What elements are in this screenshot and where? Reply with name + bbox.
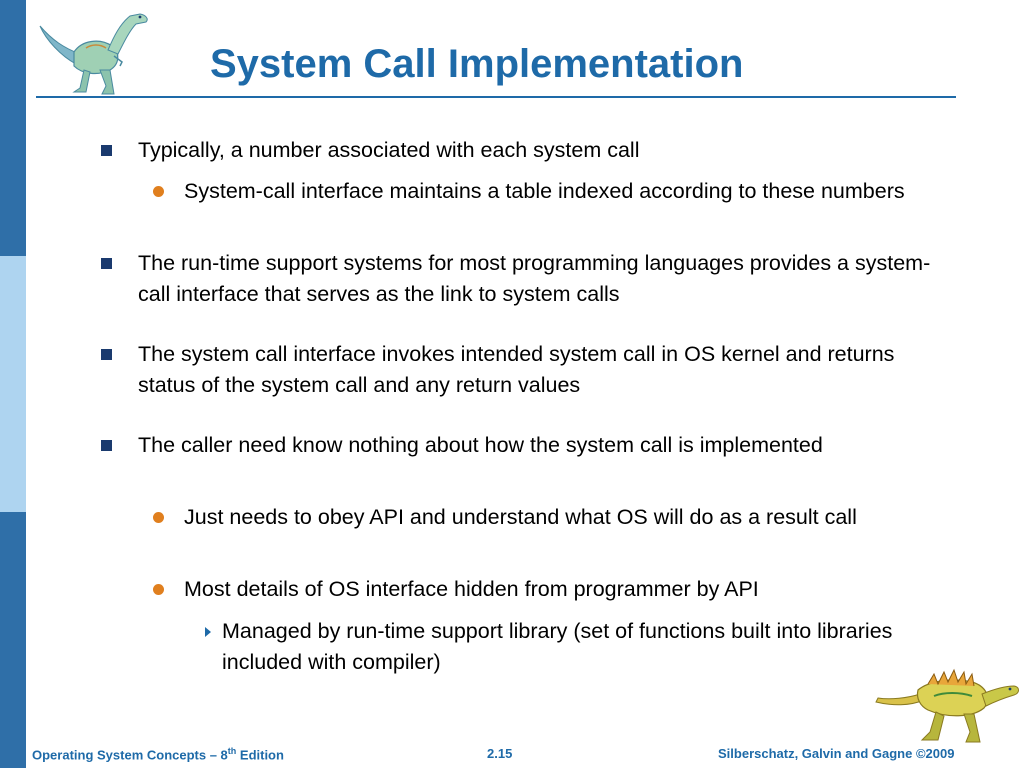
bullet-level1: The run-time support systems for most pr… xyxy=(101,248,958,310)
bullet-level1: Typically, a number associated with each… xyxy=(101,135,958,166)
dinosaur-icon xyxy=(875,668,1019,743)
slide-title: System Call Implementation xyxy=(210,42,744,86)
left-bar-segment-middle xyxy=(0,256,26,512)
bullet-text: The caller need know nothing about how t… xyxy=(138,433,823,457)
square-bullet-icon xyxy=(101,145,112,156)
bullet-text: Just needs to obey API and understand wh… xyxy=(184,505,857,529)
square-bullet-icon xyxy=(101,258,112,269)
left-bar-segment-top xyxy=(0,0,26,256)
bullet-level1: The system call interface invokes intend… xyxy=(101,339,928,401)
footer-book-title: Operating System Concepts – 8th Edition xyxy=(32,746,284,763)
dinosaur-icon xyxy=(39,13,148,95)
bullet-text: Managed by run-time support library (set… xyxy=(222,619,893,674)
bullet-level2: Most details of OS interface hidden from… xyxy=(153,574,956,605)
bullet-text: System-call interface maintains a table … xyxy=(184,179,905,203)
footer-page-number: 2.15 xyxy=(487,746,513,761)
title-underline xyxy=(36,96,956,98)
circle-bullet-icon xyxy=(153,584,164,595)
footer-authors: Silberschatz, Galvin and Gagne ©2009 xyxy=(718,746,955,761)
bullet-level3: Managed by run-time support library (set… xyxy=(205,616,952,678)
left-bar-segment-bottom xyxy=(0,512,26,768)
bullet-level2: Just needs to obey API and understand wh… xyxy=(153,502,894,533)
bullet-level1: The caller need know nothing about how t… xyxy=(101,430,828,461)
square-bullet-icon xyxy=(101,349,112,360)
bullet-text: The run-time support systems for most pr… xyxy=(138,251,931,306)
square-bullet-icon xyxy=(101,440,112,451)
circle-bullet-icon xyxy=(153,512,164,523)
circle-bullet-icon xyxy=(153,186,164,197)
left-accent-bar xyxy=(0,0,26,768)
bullet-level2: System-call interface maintains a table … xyxy=(153,176,956,207)
bullet-text: Most details of OS interface hidden from… xyxy=(184,577,759,601)
triangle-bullet-icon xyxy=(205,627,211,637)
bullet-text: Typically, a number associated with each… xyxy=(138,138,640,162)
bullet-text: The system call interface invokes intend… xyxy=(138,342,895,397)
